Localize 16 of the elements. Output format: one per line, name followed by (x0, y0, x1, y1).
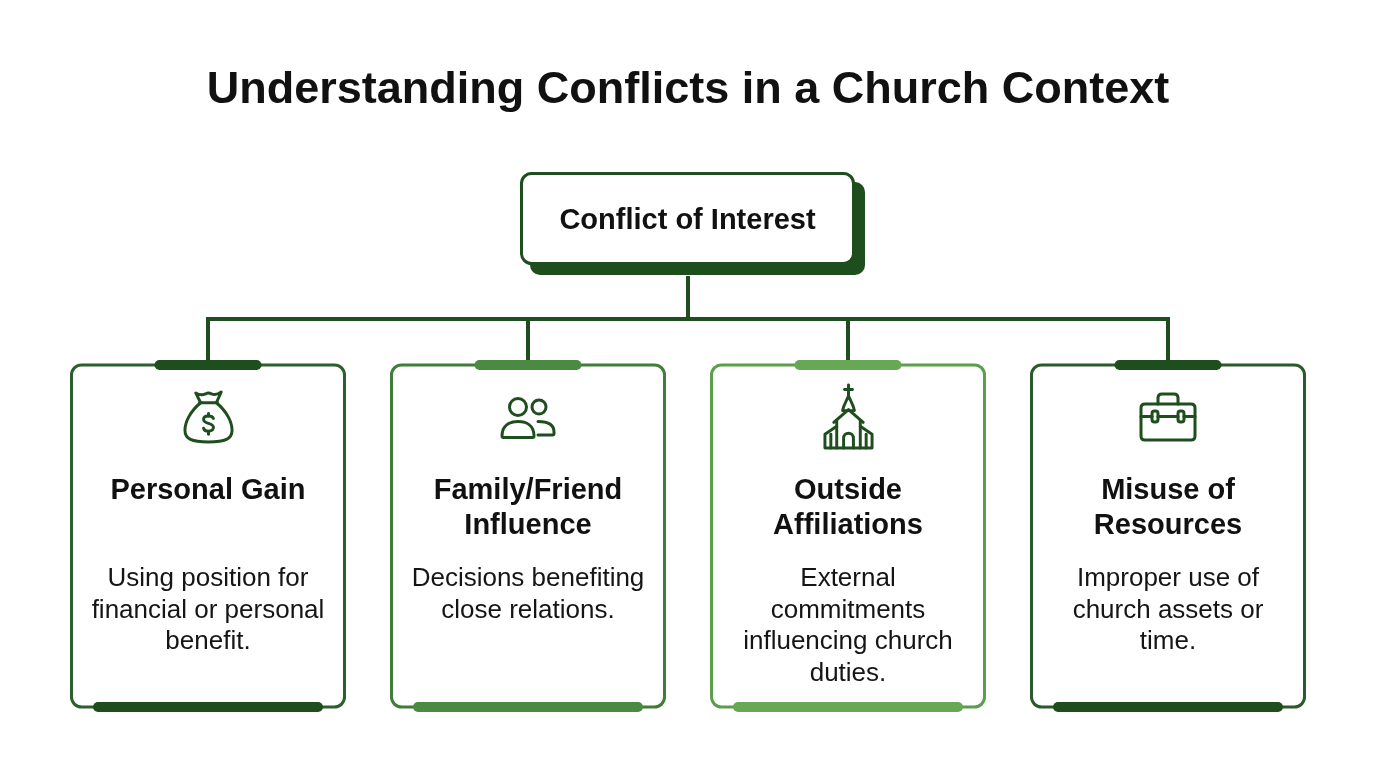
card-description: External commitments influencing church duties. (743, 562, 953, 687)
category-card (70, 360, 346, 714)
card-heading: Misuse of Resources (1093, 473, 1243, 540)
card-heading: Personal Gain (110, 473, 306, 505)
card-description: Using position for financial or personal benefit. (91, 562, 325, 655)
card-description: Improper use of church assets or time. (1072, 562, 1264, 655)
card-heading: Outside Affiliations (773, 473, 923, 540)
category-card (710, 360, 986, 714)
topic-box (520, 172, 866, 276)
card-heading: Family/Friend Influence (433, 473, 623, 540)
title: Understanding Conflicts in a Church Context (206, 62, 1170, 113)
connector-line (686, 276, 1170, 360)
category-card (390, 360, 666, 714)
card-description: Decisions benefiting close relations. (411, 562, 645, 624)
category-card (1030, 360, 1306, 714)
box-label: Conflict of Interest (559, 203, 816, 235)
